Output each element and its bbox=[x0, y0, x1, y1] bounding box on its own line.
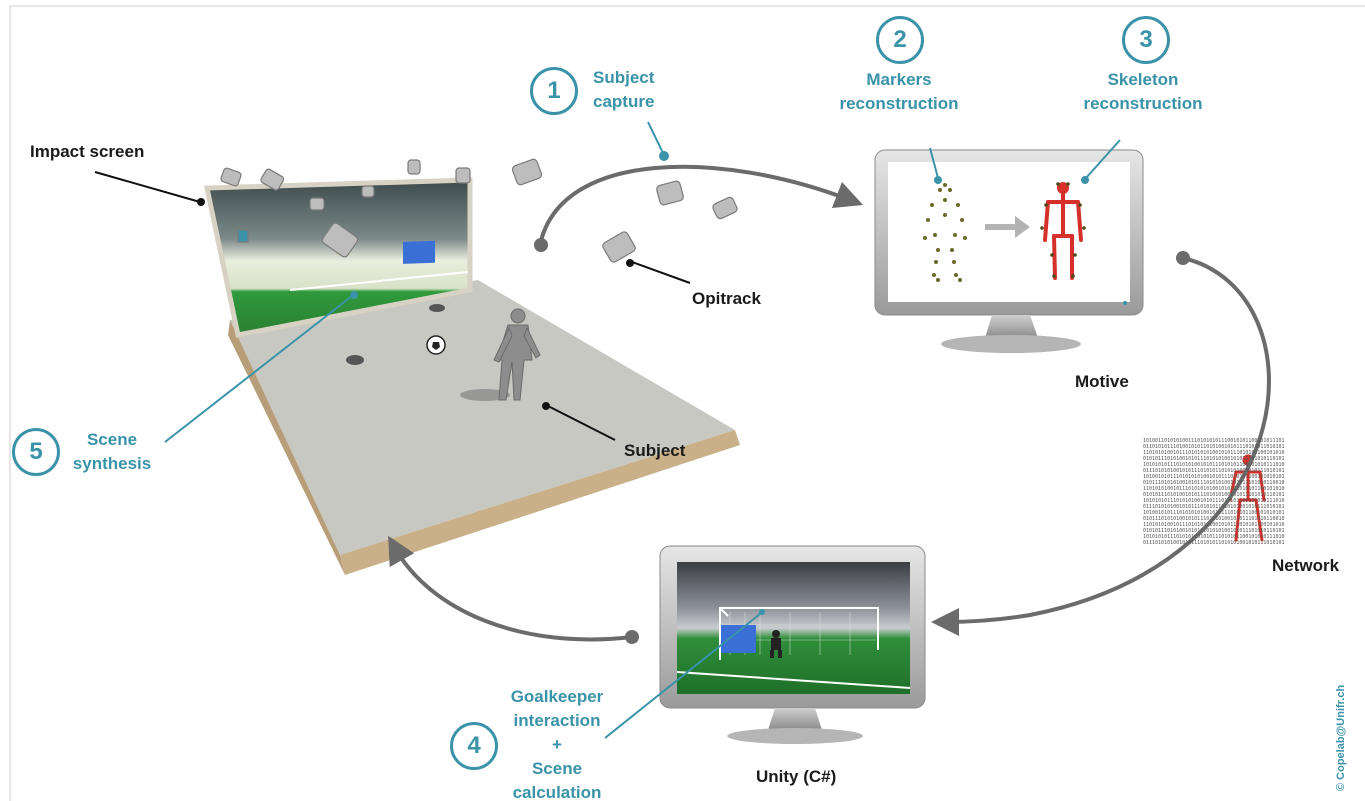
camera-icon bbox=[321, 222, 359, 258]
step-1-badge: 1 bbox=[530, 67, 578, 115]
reconstruction-arrow bbox=[985, 216, 1030, 238]
camera-icon bbox=[712, 196, 738, 220]
floor-edge bbox=[228, 320, 345, 575]
unity-monitor bbox=[659, 545, 926, 744]
copyright-text: © Copelab@Unifr.ch bbox=[1335, 684, 1347, 791]
goal-frame bbox=[719, 607, 879, 660]
step-3-line2: reconstruction bbox=[1083, 94, 1203, 113]
motive-label: Motive bbox=[1075, 372, 1129, 391]
shadow bbox=[346, 355, 364, 365]
step-4-label: Goalkeeper interaction + Scene calculati… bbox=[482, 685, 632, 801]
camera-icon bbox=[260, 168, 285, 191]
step-5-line2: synthesis bbox=[72, 454, 152, 473]
camera-icon bbox=[309, 197, 325, 211]
step-3-label: Skeleton reconstruction bbox=[1068, 68, 1218, 116]
goal-target-blue bbox=[721, 625, 756, 653]
camera-icon bbox=[361, 185, 375, 198]
red-skeleton bbox=[1043, 182, 1083, 280]
copyright-notice: © Copelab@Unifr.ch bbox=[1326, 685, 1356, 800]
step-4-line3: + bbox=[552, 735, 562, 754]
flow-arrows bbox=[388, 164, 1271, 642]
step-1-line1: Subject bbox=[593, 68, 655, 87]
step-1-line2: capture bbox=[593, 92, 655, 111]
goalkeeper-figure bbox=[770, 630, 782, 658]
arrow-unity-to-room bbox=[388, 535, 633, 642]
step-4-line4: Scene bbox=[531, 759, 583, 778]
impact-screen-label: Impact screen bbox=[30, 142, 145, 161]
unity-label: Unity (C#) bbox=[756, 767, 837, 786]
floor-edge-front bbox=[340, 430, 740, 575]
step-2-line2: reconstruction bbox=[839, 94, 959, 113]
step-3-badge: 3 bbox=[1122, 16, 1170, 64]
shadow bbox=[429, 304, 445, 312]
capture-room bbox=[203, 158, 740, 575]
camera-icon bbox=[220, 167, 242, 187]
step-4-line1: Goalkeeper bbox=[510, 687, 604, 706]
opitrack-label: Opitrack bbox=[692, 289, 761, 308]
step-3-line1: Skeleton bbox=[1107, 70, 1179, 89]
step-2-label: Markers reconstruction bbox=[824, 68, 974, 116]
arrow-start-dot bbox=[625, 630, 639, 644]
field-line bbox=[289, 271, 469, 291]
impact-screen-wall bbox=[203, 177, 473, 338]
arrow-start-dot bbox=[534, 238, 548, 252]
camera-icon bbox=[237, 229, 249, 243]
network-label: Network bbox=[1272, 556, 1340, 575]
camera-icon bbox=[407, 159, 421, 175]
callout-lines bbox=[94, 121, 1121, 739]
subject-figure bbox=[493, 308, 541, 401]
motive-monitor bbox=[874, 149, 1144, 353]
network-binary-stream: 1010011010101001110101010111001010110010… bbox=[1143, 438, 1285, 546]
step-5-label: Scene synthesis bbox=[62, 428, 162, 476]
arrow-motive-to-unity bbox=[931, 256, 1271, 636]
camera-group bbox=[220, 158, 738, 263]
motive-screen bbox=[888, 162, 1130, 302]
step-4-line2: interaction bbox=[513, 711, 601, 730]
marker-cloud bbox=[923, 183, 967, 282]
camera-icon bbox=[656, 180, 684, 206]
shadow bbox=[460, 389, 510, 401]
step-1-label: Subject capture bbox=[593, 66, 654, 114]
step-2-line1: Markers bbox=[866, 70, 932, 89]
arrow-start-dot bbox=[1176, 251, 1190, 265]
screen-goal bbox=[403, 240, 435, 264]
camera-icon bbox=[511, 158, 543, 186]
arrow-capture-to-motive bbox=[538, 164, 864, 246]
step-4-line5: calculation bbox=[512, 783, 602, 801]
step-5-badge: 5 bbox=[12, 428, 60, 476]
unity-screen bbox=[677, 562, 910, 694]
step-2-badge: 2 bbox=[876, 16, 924, 64]
subject-label: Subject bbox=[624, 441, 686, 460]
camera-icon bbox=[602, 231, 636, 263]
floor bbox=[230, 280, 735, 555]
step-4-badge: 4 bbox=[450, 722, 498, 770]
step-5-line1: Scene bbox=[86, 430, 138, 449]
camera-icon bbox=[455, 167, 471, 184]
